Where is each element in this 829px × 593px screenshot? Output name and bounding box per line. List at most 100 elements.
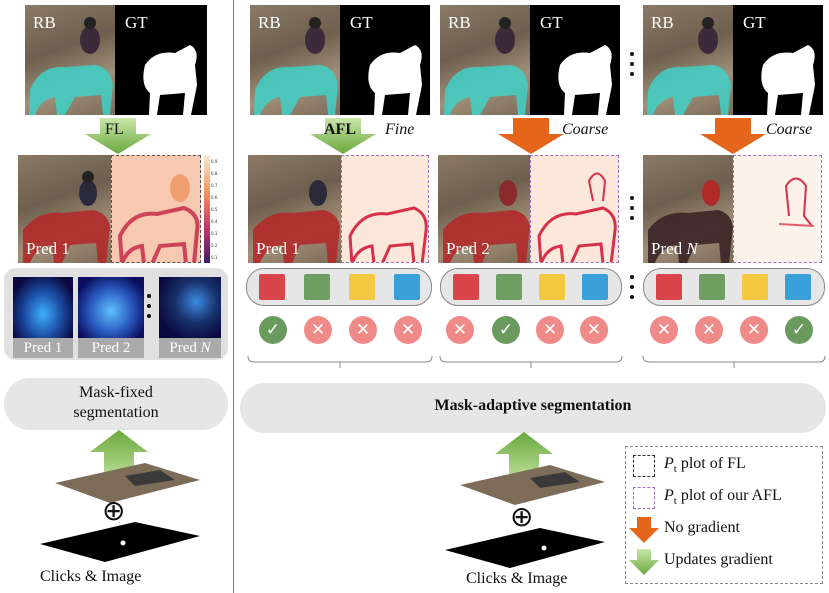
bracket-g1 [247, 355, 433, 368]
heatmap-horse-icon [348, 206, 428, 262]
pred1-image-g1: Pred 1 [248, 155, 341, 263]
clicks-image-label-left: Clicks & Image [40, 568, 142, 585]
click-plane-left [40, 522, 200, 562]
yellow-square [539, 274, 565, 300]
prediction-box-left: Pred 1 Pred 2 Pred N [4, 268, 228, 360]
red-square [656, 274, 682, 300]
pt-plot-afl-g1 [341, 155, 429, 263]
yellow-square [742, 274, 768, 300]
green-square [496, 274, 522, 300]
plus-icon-right: ⊕ [510, 500, 534, 533]
gt-horse-icon [558, 45, 612, 115]
fine-label: Fine [385, 121, 415, 138]
legend-no-gradient: No gradient [664, 519, 740, 536]
rb-label: RB [258, 13, 281, 32]
cross-icon: ✕ [446, 316, 474, 344]
legend-box: Pt plot of FL Pt plot of our AFL No grad… [625, 446, 823, 584]
red-square [453, 274, 479, 300]
mask-fixed-label-1: Mask-fixed [79, 384, 153, 401]
coarse-label-g3: Coarse [766, 121, 813, 138]
gt-label: GT [743, 13, 766, 32]
yellow-square [349, 274, 375, 300]
green-square [699, 274, 725, 300]
pred-thumb-n [159, 277, 221, 339]
pt-plot-fl [111, 155, 201, 263]
rb-image-left: RB [25, 5, 115, 115]
legend-updates-gradient: Updates gradient [664, 551, 773, 568]
rb-horse-icon [444, 17, 528, 115]
pred1-label-left: Pred 1 [26, 239, 70, 258]
mask-adaptive-label: Mask-adaptive segmentation [434, 397, 632, 414]
pred-thumb-n-label: Pred N [159, 338, 221, 358]
pred-thumb-2 [78, 277, 144, 339]
gt-image-g3: GT [733, 5, 823, 115]
gt-label: GT [540, 13, 563, 32]
red-square [259, 274, 285, 300]
rb-label: RB [33, 13, 56, 32]
predn-label-g3: Pred N [651, 239, 698, 258]
legend-swatch-fl [633, 455, 655, 477]
pred-horse-icon [648, 180, 733, 263]
gt-horse-icon [143, 45, 197, 115]
legend-orange-arrow-icon [629, 517, 659, 543]
gt-horse-icon [761, 45, 815, 115]
heatmap-horse-icon [537, 172, 617, 262]
color-pill-g2 [440, 268, 622, 306]
check-icon: ✓ [785, 316, 813, 344]
rb-horse-icon [29, 17, 113, 115]
cross-icon: ✕ [349, 316, 377, 344]
gt-image-g1: GT [340, 5, 430, 115]
rb-horse-icon [647, 17, 731, 115]
mask-fixed-pill: Mask-fixed segmentation [4, 378, 228, 430]
legend-swatch-afl [633, 487, 655, 509]
cross-icon: ✕ [740, 316, 768, 344]
rb-image-g3: RB [643, 5, 733, 115]
rb-image-g2: RB [440, 5, 530, 115]
pred-horse-icon [253, 180, 340, 263]
legend-green-arrow-icon [629, 549, 659, 575]
cross-icon: ✕ [394, 316, 422, 344]
plus-icon-left: ⊕ [102, 494, 126, 527]
pred-thumb-1-label: Pred 1 [13, 338, 73, 358]
pred1-label-g1: Pred 1 [256, 239, 300, 258]
cross-icon: ✕ [695, 316, 723, 344]
orange-arrow-icon [498, 118, 564, 154]
pt-plot-afl-g3 [733, 155, 822, 263]
gt-horse-icon [368, 45, 422, 115]
gt-image-left: GT [115, 5, 207, 115]
predn-image-g3: Pred N [643, 155, 733, 263]
pred-horse-icon [23, 171, 110, 263]
rb-image-g1: RB [250, 5, 340, 115]
color-pill-g3 [643, 268, 825, 306]
section-divider [233, 0, 234, 593]
bracket-g3 [642, 355, 826, 368]
image-plane-left [55, 463, 200, 503]
pred-thumb-2-label: Pred 2 [78, 338, 144, 358]
color-pill-g1 [246, 268, 432, 306]
pred1-image-left: Pred 1 [18, 155, 111, 263]
rb-label: RB [448, 13, 471, 32]
coarse-label-g2: Coarse [562, 121, 609, 138]
afl-arrow-icon [310, 118, 376, 154]
pred-thumb-1 [13, 277, 73, 339]
legend-pt-afl: Pt plot of our AFL [664, 487, 782, 508]
pt-plot-afl-g2 [530, 155, 619, 263]
ellipsis-dots [147, 294, 151, 324]
bracket-g2 [439, 355, 623, 368]
heatmap-horse-icon [778, 177, 815, 227]
gt-label: GT [350, 13, 373, 32]
gt-label: GT [125, 13, 148, 32]
green-square [304, 274, 330, 300]
image-plane-right [460, 465, 605, 505]
legend-pt-fl: Pt plot of FL [664, 455, 746, 476]
colorbar-ticks: 0.9 0.8 0.7 0.6 0.5 0.4 0.3 0.2 0.1 [211, 159, 218, 260]
check-icon: ✓ [492, 316, 520, 344]
cross-icon: ✕ [650, 316, 678, 344]
clicks-image-label-right: Clicks & Image [466, 570, 568, 587]
afl-label: AFL [324, 121, 356, 138]
blue-square [394, 274, 420, 300]
ellipsis-dots [630, 196, 634, 226]
pred-horse-icon [443, 180, 530, 263]
colorbar [204, 155, 210, 263]
gt-image-g2: GT [530, 5, 620, 115]
